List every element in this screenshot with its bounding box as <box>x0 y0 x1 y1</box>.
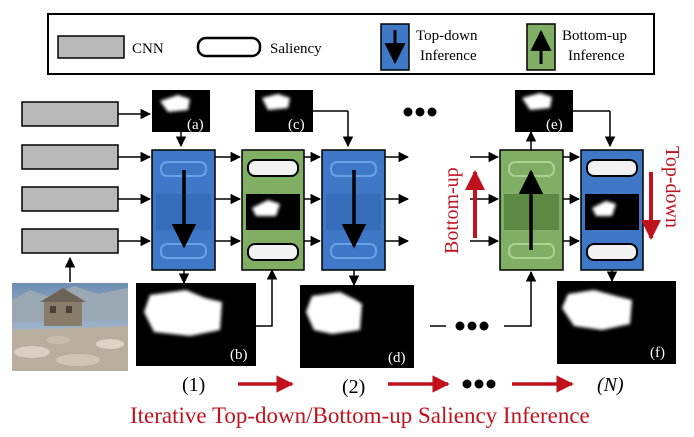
topdown-block-2 <box>321 149 386 271</box>
figure-caption: Iterative Top-down/Bottom-up Saliency In… <box>130 403 590 428</box>
ellipsis-dots-top <box>403 107 437 117</box>
cnn-layer <box>21 144 119 170</box>
saliency-map-b: (b) <box>136 283 256 366</box>
ellipsis-dots-bottom <box>455 321 489 331</box>
saliency-map-f: (f) <box>557 281 676 364</box>
saliency-map-e: (e) <box>515 90 573 133</box>
legend-saliency-swatch <box>196 36 262 58</box>
legend-topdown-label-2: Inference <box>420 48 477 64</box>
legend-cnn-swatch <box>57 35 125 59</box>
panel-label-f: (f) <box>650 345 665 361</box>
step-ellipsis <box>462 379 496 389</box>
saliency-map-c: (c) <box>255 90 313 133</box>
panel-label-d: (d) <box>388 350 406 366</box>
legend-bottomup-label-1: Bottom-up <box>562 28 627 44</box>
legend-bottomup-label-2: Inference <box>568 48 625 64</box>
topdown-block-3 <box>580 149 644 271</box>
saliency-map-a: (a) <box>152 90 210 133</box>
input-photo <box>12 283 128 371</box>
cnn-stack <box>21 101 119 254</box>
bottomup-block-1 <box>241 149 305 271</box>
legend-cnn-label: CNN <box>132 41 164 57</box>
saliency-map-d: (d) <box>300 285 414 368</box>
panel-label-c: (c) <box>288 117 305 133</box>
cnn-layer <box>21 186 119 212</box>
cnn-layer <box>21 101 119 127</box>
top-down-side-label: Top-down <box>661 146 683 228</box>
bottom-up-side-label: Bottom-up <box>441 167 463 254</box>
step-n-label: (N) <box>597 374 624 396</box>
step-1-label: (1) <box>182 374 205 396</box>
panel-label-b: (b) <box>230 347 248 363</box>
topdown-block-1 <box>151 149 216 271</box>
legend-saliency-label: Saliency <box>270 41 322 57</box>
cnn-layer <box>21 228 119 254</box>
panel-label-e: (e) <box>546 117 563 133</box>
legend-topdown-label-1: Top-down <box>416 28 478 44</box>
panel-label-a: (a) <box>187 117 204 133</box>
step-2-label: (2) <box>342 376 365 398</box>
bottomup-block-2 <box>499 149 564 271</box>
